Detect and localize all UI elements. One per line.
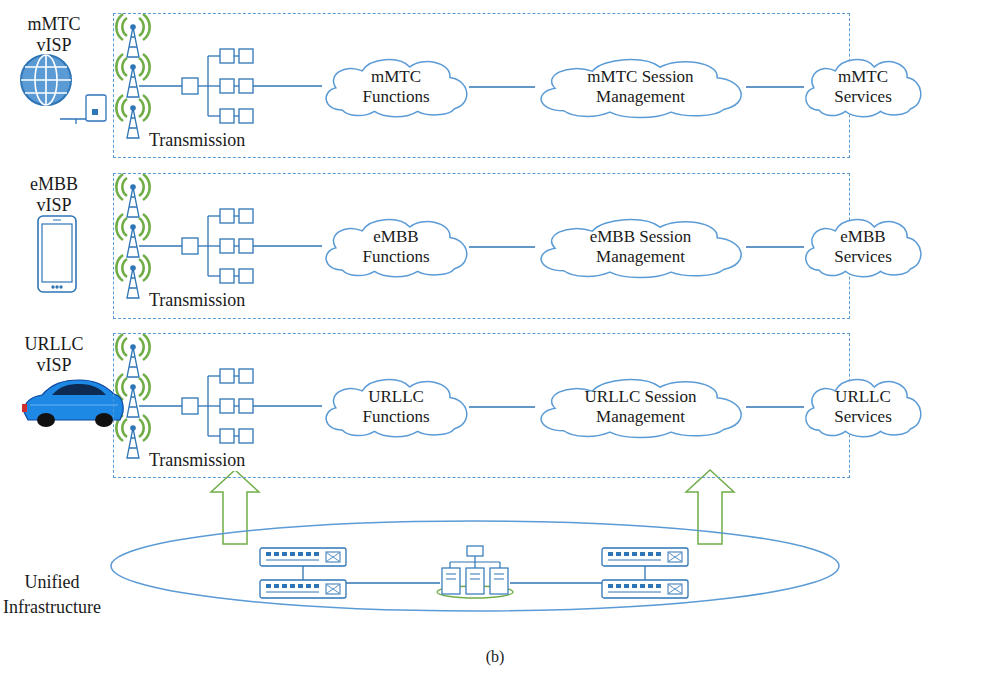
cloud-text-wrap: URLLC Services <box>800 374 926 439</box>
function-cloud: eMBB Services <box>800 214 926 279</box>
infra-label-wrap: Unified Infrastructure <box>2 570 102 620</box>
cloud-text-wrap: mMTC Session Management <box>531 54 750 120</box>
slice-band: eMBB vISPTransmissioneMBB FunctionseMBB … <box>113 173 850 319</box>
cloud-text-wrap: URLLC Functions <box>319 374 473 439</box>
slice-band: mMTC vISPTransmissionmMTC FunctionsmMTC … <box>113 13 850 158</box>
slice-heading-wrap: URLLC vISP <box>4 334 104 375</box>
cloud-text-wrap: mMTC Functions <box>319 54 473 119</box>
cloud-label: eMBB Services <box>818 227 909 266</box>
function-cloud: URLLC Services <box>800 374 926 439</box>
slice-heading: mMTC vISP <box>27 14 80 55</box>
connector <box>469 246 535 247</box>
cloud-label: mMTC Session Management <box>562 67 720 106</box>
cloud-label: URLLC Functions <box>341 387 452 426</box>
cloud-text-wrap: eMBB Session Management <box>531 214 750 280</box>
cloud-path <box>806 380 921 437</box>
cloud-path <box>541 380 741 438</box>
connector <box>469 86 535 87</box>
infrastructure-ellipse: Unified Infrastructure <box>110 520 840 612</box>
infrastructure-label: Unified Infrastructure <box>3 570 101 620</box>
cloud-label: eMBB Functions <box>341 227 452 266</box>
cloud-text-wrap: eMBB Services <box>800 214 926 279</box>
connector <box>469 406 535 407</box>
cloud-path <box>541 220 741 278</box>
function-cloud: mMTC Functions <box>319 54 473 119</box>
cloud-path <box>326 60 467 117</box>
ellipse-path <box>111 521 839 611</box>
function-cloud: eMBB Session Management <box>531 214 750 280</box>
function-cloud: URLLC Session Management <box>531 374 750 440</box>
function-cloud: mMTC Session Management <box>531 54 750 120</box>
ellipse-outline <box>110 520 840 612</box>
cloud-label: mMTC Services <box>818 67 909 106</box>
function-cloud: mMTC Services <box>800 54 926 119</box>
cloud-path <box>326 220 467 277</box>
cloud-label: URLLC Session Management <box>562 387 720 426</box>
cloud-label: eMBB Session Management <box>562 227 720 266</box>
cloud-path <box>806 220 921 277</box>
slice-heading-wrap: mMTC vISP <box>4 14 104 55</box>
cloud-text-wrap: eMBB Functions <box>319 214 473 279</box>
cloud-label: mMTC Functions <box>341 67 452 106</box>
transmission-label: Transmission <box>147 130 247 151</box>
cloud-text-wrap: mMTC Services <box>800 54 926 119</box>
cloud-label: URLLC Services <box>818 387 909 426</box>
transmission-label: Transmission <box>147 450 247 471</box>
slice-heading: eMBB vISP <box>30 174 78 215</box>
slice-band: URLLC vISPTransmissionURLLC FunctionsURL… <box>113 333 850 478</box>
transmission-label: Transmission <box>147 290 247 311</box>
slice-heading-wrap: eMBB vISP <box>4 174 104 215</box>
connector <box>746 86 804 87</box>
cloud-path <box>326 380 467 437</box>
connector <box>746 406 804 407</box>
connector <box>746 246 804 247</box>
slice-heading: URLLC vISP <box>24 334 83 375</box>
cloud-path <box>541 60 741 118</box>
function-cloud: URLLC Functions <box>319 374 473 439</box>
function-cloud: eMBB Functions <box>319 214 473 279</box>
cloud-text-wrap: URLLC Session Management <box>531 374 750 440</box>
cloud-path <box>806 60 921 117</box>
figure-caption: (b) <box>0 648 990 666</box>
